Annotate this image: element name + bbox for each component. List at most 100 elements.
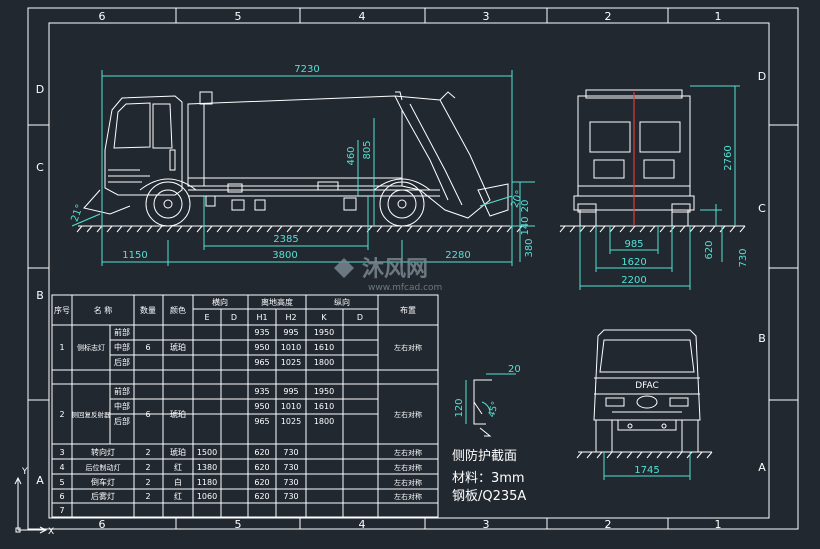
watermark-text: 沐风网: [362, 257, 428, 282]
header-longitudinal: 纵向: [334, 297, 350, 307]
section-title: 侧防护截面: [452, 448, 517, 464]
border-bottom-label: 4: [359, 518, 366, 531]
header-height: 离地高度: [261, 297, 293, 307]
row5-color: 白: [174, 477, 182, 487]
front-view-truck: [576, 329, 713, 459]
g2-k-0: 1950: [314, 387, 334, 396]
header-color: 颜色: [170, 305, 186, 315]
header-name: 名 称: [94, 305, 113, 315]
border-top-label: 3: [483, 10, 490, 23]
row6-h2: 730: [283, 492, 298, 501]
border-top-label: 5: [235, 10, 242, 23]
g1-h1-2: 965: [254, 358, 269, 367]
border-bottom-label: 6: [99, 518, 106, 531]
header-e: E: [204, 313, 209, 322]
watermark: 沐风网 www.mfcad.com: [334, 257, 442, 293]
g1-no: 1: [59, 343, 64, 352]
border-left-label: A: [36, 474, 44, 487]
g1-qty: 6: [145, 343, 150, 352]
row5-name: 倒车灯: [91, 477, 115, 487]
side-view-truck: [83, 91, 509, 227]
row5-h2: 730: [283, 478, 298, 487]
dim-front-overhang: 1150: [122, 250, 147, 261]
row6-name: 后雾灯: [91, 491, 115, 501]
rear-view-dimensions: [579, 85, 740, 290]
g1-pos-1: 中部: [114, 342, 130, 352]
row4-layout: 左右对称: [394, 463, 422, 472]
border-top-label: 4: [359, 10, 366, 23]
g1-k-2: 1800: [314, 358, 334, 367]
rear-view-dim-text: 2760 985 1620 2200 620 730: [621, 145, 749, 286]
border-left-label: B: [36, 289, 44, 302]
border-left-label: D: [36, 83, 44, 96]
row6-no: 6: [59, 492, 64, 501]
side-view-dim-text: 7230 2385 1150 3800 2280 460 805 380 20 …: [69, 64, 535, 261]
g2-h2-2: 1025: [281, 417, 301, 426]
g2-name: 侧回复反射器: [72, 410, 112, 419]
row6-h1: 620: [254, 492, 269, 501]
border-bottom-label: 2: [605, 518, 612, 531]
header-h1: H1: [256, 313, 267, 322]
dim-1745: 1745: [634, 465, 659, 476]
watermark-url: www.mfcad.com: [368, 283, 442, 293]
dim-805: 805: [362, 140, 373, 159]
dim-380: 380: [524, 238, 535, 257]
g1-h1-0: 935: [254, 328, 269, 337]
dim-140: 140: [520, 216, 531, 235]
g1-layout: 左右对称: [394, 343, 422, 352]
g1-h2-0: 995: [283, 328, 298, 337]
header-h2: H2: [285, 313, 296, 322]
g2-color: 琥珀: [170, 409, 186, 419]
header-no: 序号: [54, 305, 70, 315]
border-right-label: A: [758, 461, 766, 474]
border-top-label: 1: [715, 10, 722, 23]
section-dim-angle: 45°: [487, 400, 501, 418]
dim-overall-length: 7230: [294, 64, 319, 75]
section-dim-top: 20: [508, 364, 521, 375]
header-d2: D: [357, 313, 363, 322]
g2-pos-0: 前部: [114, 386, 130, 396]
ucs-icon: [14, 476, 48, 534]
header-qty: 数量: [140, 305, 156, 315]
section-profile: [473, 379, 492, 425]
dim-985: 985: [624, 239, 643, 250]
header-k: K: [321, 313, 327, 322]
row5-qty: 2: [145, 478, 150, 487]
dim-rear-overhang: 2280: [445, 250, 470, 261]
g1-pos-0: 前部: [114, 327, 130, 337]
row4-e: 1380: [197, 463, 217, 472]
row6-qty: 2: [145, 492, 150, 501]
row3-name: 转向灯: [91, 447, 115, 457]
border-right-label: C: [758, 202, 766, 215]
border-right-label: D: [758, 70, 766, 83]
section-dimensions: [465, 373, 516, 424]
section-material: 材料：3mm: [452, 471, 525, 486]
g2-h1-2: 965: [254, 417, 269, 426]
lamp-table: 序号 名 称 数量 颜色 横向 离地高度 纵向 布置 E D H1 H2 K D…: [51, 294, 439, 518]
border-right-label: B: [758, 332, 766, 345]
row6-e: 1060: [197, 492, 217, 501]
side-view-dimensions: [71, 70, 535, 266]
row3-layout: 左右对称: [394, 448, 422, 457]
border-bottom-label: 3: [483, 518, 490, 531]
dim-wheelbase: 3800: [272, 250, 297, 261]
g2-k-2: 1800: [314, 417, 334, 426]
border-bottom-label: 1: [715, 518, 722, 531]
row5-no: 5: [59, 478, 64, 487]
g1-h2-2: 1025: [281, 358, 301, 367]
border-labels: 6 5 4 3 2 1 6 5 4 3 2 1 D C B A D C B A: [36, 10, 766, 531]
header-layout: 布置: [400, 305, 416, 315]
front-view-dimensions: [603, 452, 691, 480]
side-view: 7230 2385 1150 3800 2280 460 805 380 20 …: [69, 64, 535, 266]
g2-h2-1: 1010: [281, 402, 301, 411]
g2-h1-0: 935: [254, 387, 269, 396]
section-cut-mark: [479, 427, 492, 437]
row4-qty: 2: [145, 463, 150, 472]
row4-h1: 620: [254, 463, 269, 472]
row3-h1: 620: [254, 448, 269, 457]
row3-qty: 2: [145, 448, 150, 457]
g1-k-1: 1610: [314, 343, 334, 352]
dim-460: 460: [346, 146, 357, 165]
row3-color: 琥珀: [170, 447, 186, 457]
